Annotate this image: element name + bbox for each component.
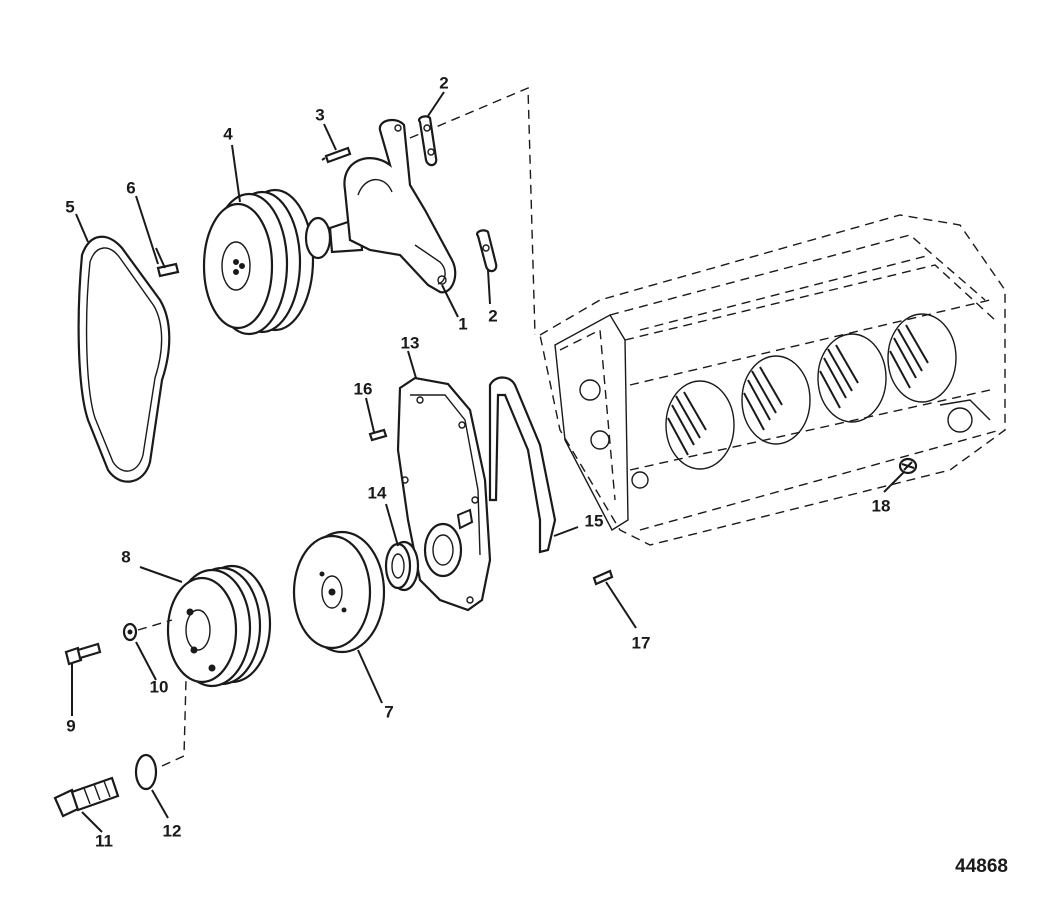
alignment-line-pump (409, 86, 536, 336)
callout-17: 17 (631, 633, 651, 653)
water-pump (304, 118, 457, 294)
callout-15: 15 (584, 511, 604, 531)
callout-11: 11 (95, 831, 113, 851)
bolt-3 (321, 146, 352, 164)
callout-6: 6 (126, 178, 136, 198)
bolt-9 (64, 642, 102, 666)
drive-belt (77, 235, 171, 483)
bolt-16 (368, 428, 388, 442)
engine-block (539, 214, 1006, 546)
callout-9: 9 (66, 716, 76, 736)
callout-4: 4 (223, 124, 233, 144)
water-pump-pulley (202, 188, 315, 336)
callout-7: 7 (384, 702, 394, 722)
timing-cover (396, 376, 492, 612)
callout-10: 10 (149, 677, 169, 697)
dowel-pin (592, 569, 614, 586)
callout-16: 16 (353, 379, 373, 399)
callout-2-lower: 2 (488, 306, 498, 326)
callout-1: 1 (458, 314, 468, 334)
callout-18: 18 (871, 496, 891, 516)
callout-8: 8 (121, 547, 131, 567)
callout-2-upper: 2 (439, 73, 449, 93)
cylinder-bores (665, 313, 957, 470)
leader-lines (71, 91, 905, 833)
callout-14: 14 (367, 483, 387, 503)
washer-10 (122, 619, 173, 642)
plug (898, 457, 918, 475)
callout-5: 5 (65, 197, 75, 217)
gasket-2-upper (418, 115, 438, 167)
callout-3: 3 (315, 105, 325, 125)
bolt-11 (53, 776, 120, 818)
callout-12: 12 (162, 821, 182, 841)
gasket-2-lower (476, 229, 498, 273)
front-seal (384, 540, 420, 592)
harmonic-balancer (292, 530, 386, 654)
bolt-6 (155, 247, 180, 278)
figure-number: 44868 (955, 856, 1008, 877)
crankshaft-pulley (166, 564, 272, 688)
callout-13: 13 (400, 333, 420, 353)
timing-cover-gasket (488, 376, 557, 554)
washer-12 (134, 679, 187, 791)
